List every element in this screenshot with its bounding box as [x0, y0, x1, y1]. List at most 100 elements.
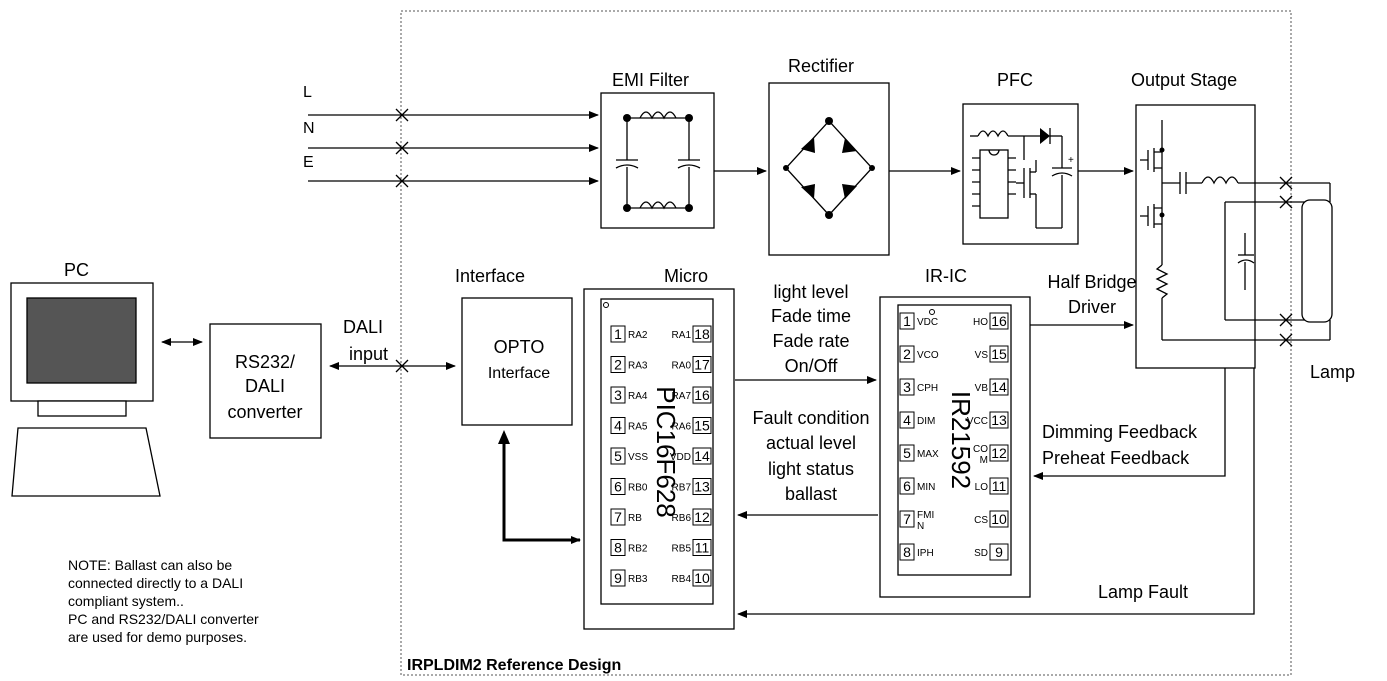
chip-pin-number: 12 [694, 509, 710, 525]
chip-pin-box [989, 411, 1009, 429]
chip-pin-label: RA5 [628, 422, 648, 433]
chip-pin-number: 7 [903, 511, 911, 527]
mains-e-label: E [303, 154, 314, 171]
chip-pin-box [692, 447, 712, 465]
chip-pin-number: 16 [991, 313, 1007, 329]
chip-pin-number: 6 [614, 479, 622, 495]
pc-label: PC [64, 260, 89, 280]
chip-pin-label: CO [973, 444, 988, 455]
chip-pin-box [610, 447, 626, 465]
chip-pin-box [989, 312, 1009, 330]
chip-pin-box [692, 386, 712, 404]
chip-pin-label: VDD [670, 452, 691, 463]
dali-input-label-line1: DALI [343, 317, 383, 337]
chip-pin-number: 5 [614, 448, 622, 464]
chip-pin-box [899, 345, 915, 363]
chip-pin-box [692, 508, 712, 526]
chip-pin-label: VSS [628, 452, 648, 463]
signal-fault-condition: Fault condition [752, 408, 869, 428]
signal-on-off: On/Off [785, 356, 839, 376]
chip-pin-label: RA6 [672, 422, 692, 433]
chip-pin-box [899, 477, 915, 495]
chip-pin-label: RB4 [672, 574, 692, 585]
chip-pin-label: RA7 [672, 391, 692, 402]
mains-n-label: N [303, 120, 315, 137]
chip-pin-number: 11 [992, 478, 1007, 494]
chip-pin-label: RA3 [628, 361, 648, 372]
chip-pin-number: 15 [694, 418, 710, 434]
rectifier-label: Rectifier [788, 56, 854, 76]
half-bridge-label-line1: Half Bridge [1047, 272, 1136, 292]
chip-pin-number: 10 [694, 570, 710, 586]
chip-pin-box [692, 325, 712, 343]
note-line-4: PC and RS232/DALI converter [68, 611, 259, 627]
mains-lines [308, 108, 599, 188]
chip-pin-box [610, 478, 626, 495]
chip-pin-box [610, 386, 626, 404]
chip-pin-box [989, 345, 1009, 363]
half-bridge-label-line2: Driver [1068, 297, 1116, 317]
chip-pin-label: IPH [917, 548, 934, 559]
signal-actual-level: actual level [766, 433, 856, 453]
chip-pin-label: VDC [917, 317, 938, 328]
chip-pin-number: 3 [903, 379, 911, 395]
chip-pin-box [610, 569, 626, 587]
chip-pin-label: N [917, 521, 924, 532]
converter-label-line3: converter [227, 402, 302, 422]
reference-design-boundary [400, 10, 1292, 676]
chip-pin-label: RA2 [628, 330, 648, 341]
chip-pin-label: MIN [917, 482, 935, 493]
dimming-feedback-label: Dimming Feedback [1042, 422, 1198, 442]
chip-pin-number: 9 [995, 544, 1003, 560]
chip-pin-label: MAX [917, 449, 939, 460]
chip-pin-number: 9 [614, 570, 622, 586]
chip-pin-box [899, 312, 915, 330]
chip-pin-number: 14 [694, 448, 710, 464]
chip-pin-label: VS [975, 350, 989, 361]
rs232-dali-converter-block [209, 323, 322, 439]
chip-pin-number: 15 [991, 346, 1007, 362]
chip-pin-number: 16 [694, 387, 710, 403]
chip-pin-label: VB [975, 383, 989, 394]
emi-filter-block [600, 92, 715, 229]
note-line-5: are used for demo purposes. [68, 629, 247, 645]
chip-pin-box [989, 444, 1009, 462]
chip-pin-number: 17 [694, 357, 710, 373]
chip-pin-label: HO [973, 317, 988, 328]
note-line-3: compliant system.. [68, 593, 184, 609]
chip-pin-number: 13 [694, 479, 710, 495]
chip-pin-label: SD [974, 548, 988, 559]
chip-pin-number: 3 [614, 387, 622, 403]
chip-pin-number: 18 [694, 326, 710, 342]
chip-pin-number: 11 [695, 540, 710, 556]
chip-pin-number: 4 [903, 412, 911, 428]
output-stage-block [1135, 104, 1256, 369]
chip-pin-label: VCO [917, 350, 939, 361]
chip-pin-number: 8 [614, 540, 622, 556]
chip-pin-box [610, 417, 626, 434]
chip-pin-box [692, 478, 712, 495]
chip-pin-label: RB3 [628, 574, 648, 585]
chip-pin-number: 8 [903, 544, 911, 560]
converter-label-line1: RS232/ [235, 352, 295, 372]
preheat-feedback-label: Preheat Feedback [1042, 448, 1190, 468]
chip-pin-box [610, 325, 626, 343]
chip-pin-box [610, 508, 626, 526]
chip-pin-label: VCC [967, 416, 988, 427]
chip-pin-label: RA4 [628, 391, 648, 402]
chip-pin-label: RA0 [672, 361, 692, 372]
chip-pin-label: LO [975, 482, 989, 493]
chip-pin-box [899, 378, 915, 396]
opto-label-line2: Interface [488, 365, 550, 382]
note-line-1: NOTE: Ballast can also be [68, 557, 232, 573]
chip-pin-label: RB [628, 513, 642, 524]
dali-boundary-cross [395, 359, 409, 373]
chip-pin-label: RA1 [672, 330, 692, 341]
chip-pin-box [610, 356, 626, 373]
pfc-label: PFC [997, 70, 1033, 90]
chip-pin-box [692, 417, 712, 434]
chip-pin-box [692, 356, 712, 373]
chip-pin-number: 1 [614, 326, 622, 342]
